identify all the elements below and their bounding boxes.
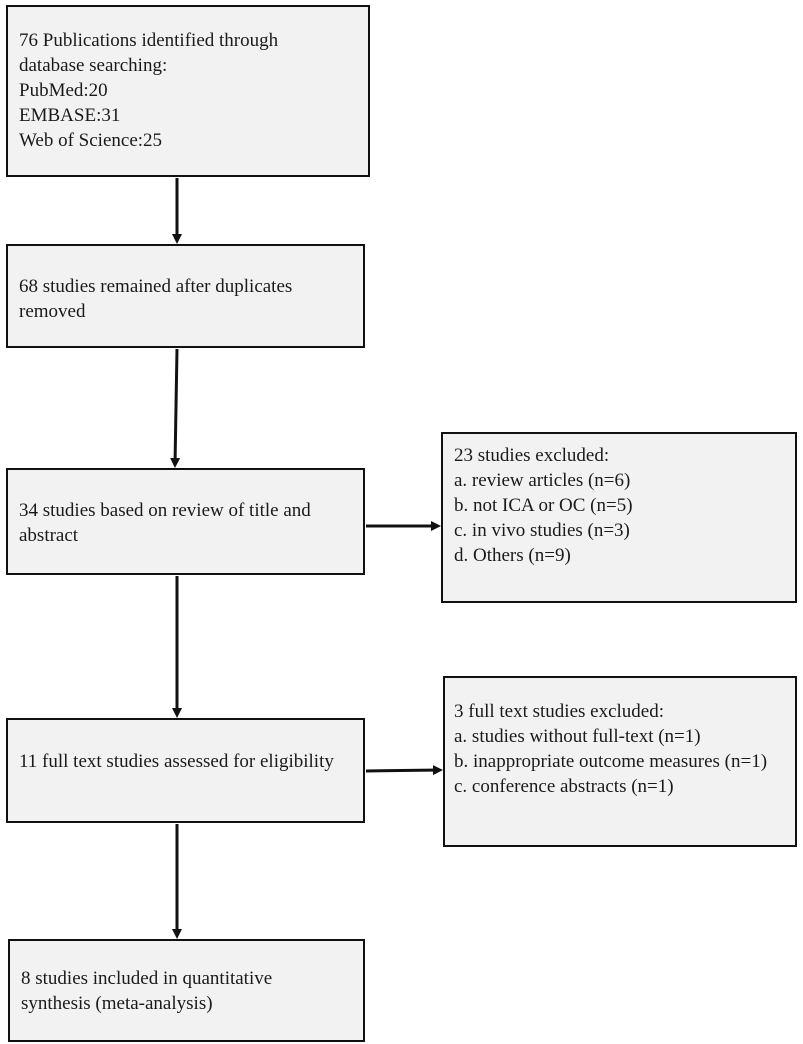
included-box: 8 studies included in quantitative synth… [8,939,365,1042]
included-line: synthesis (meta-analysis) [21,993,213,1014]
screening-exclusion-line: c. in vivo studies (n=3) [454,520,630,541]
eligibility-line: 11 full text studies assessed for eligib… [19,751,334,772]
eligibility-exclusion-line: 3 full text studies excluded: [454,701,665,722]
arrow-deduplicated-to-screened [170,348,181,468]
screening-exclusion-line: b. not ICA or OC (n=5) [454,495,633,516]
eligibility-exclusion-line: a. studies without full-text (n=1) [454,726,701,747]
screening-exclusion-line: 23 studies excluded: [454,445,610,466]
arrow-full-text-to-excluded [365,765,443,776]
included-line: 8 studies included in quantitative [21,968,273,989]
screening-line: abstract [19,525,79,546]
identification-line: 76 Publications identified through [19,30,279,51]
eligibility-box: 11 full text studies assessed for eligib… [6,718,365,823]
duplicates-removed-box: 68 studies remained after duplicates rem… [6,244,365,348]
eligibility-exclusion-box: 3 full text studies excluded: a. studies… [443,676,797,847]
screening-box: 34 studies based on review of title and … [6,468,365,575]
screening-exclusion-box: 23 studies excluded: a. review articles … [441,432,797,603]
identification-line: PubMed:20 [19,80,108,101]
identification-line: EMBASE:31 [19,105,121,126]
identification-line: Web of Science:25 [19,130,163,151]
identification-box: 76 Publications identified through datab… [6,5,370,177]
eligibility-exclusion-line: c. conference abstracts (n=1) [454,776,674,797]
screening-exclusion-line: a. review articles (n=6) [454,470,631,491]
duplicates-removed-line: 68 studies remained after duplicates [19,276,293,297]
identification-line: database searching: [19,55,168,76]
screening-line: 34 studies based on review of title and [19,500,311,521]
duplicates-removed-line: removed [19,301,86,322]
screening-exclusion-line: d. Others (n=9) [454,545,571,566]
eligibility-exclusion-line: b. inappropriate outcome measures (n=1) [454,751,768,772]
